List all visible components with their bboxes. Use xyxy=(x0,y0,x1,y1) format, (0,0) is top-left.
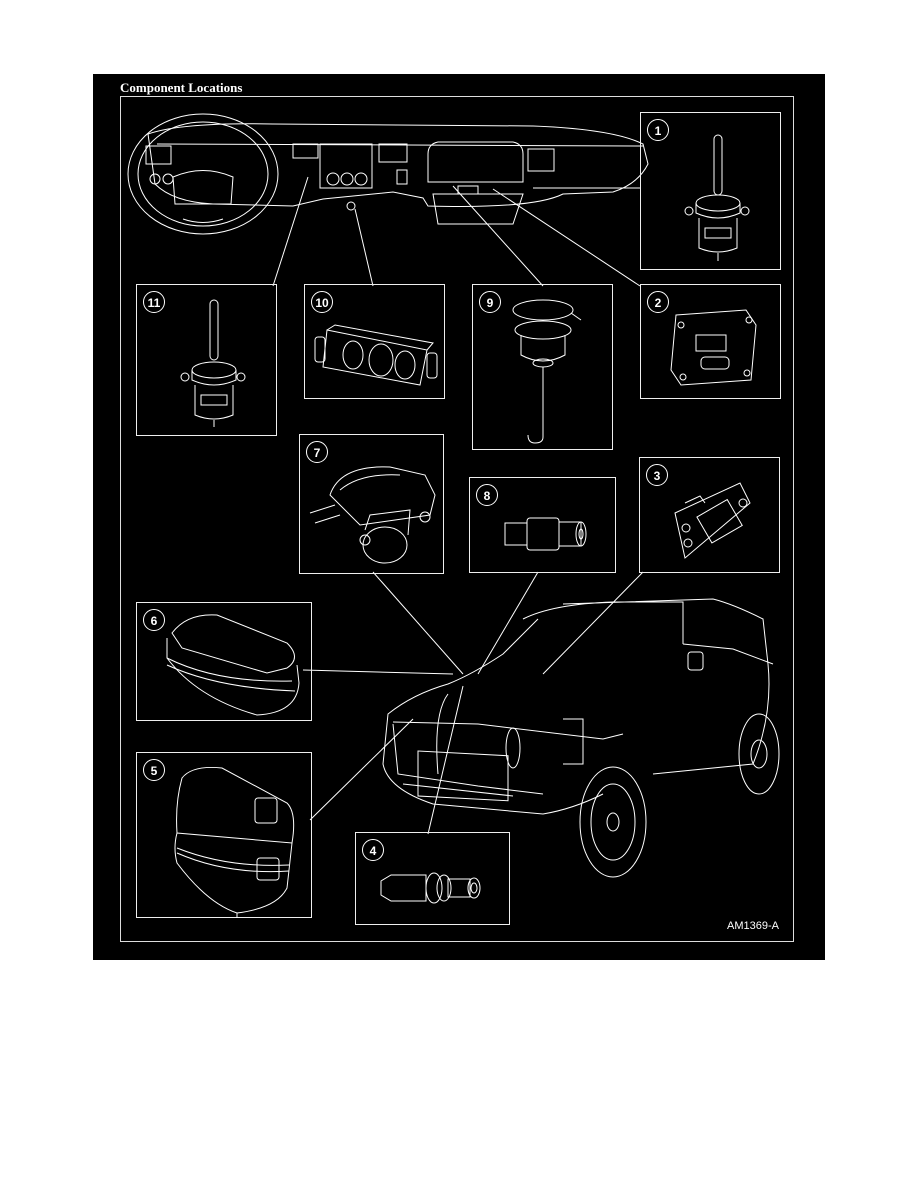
callout-box-4: 4 xyxy=(355,832,510,925)
dashboard-illustration xyxy=(127,113,649,235)
callout-number: 2 xyxy=(647,291,669,313)
blower-resistor-icon xyxy=(674,482,751,559)
pressure-switch-icon xyxy=(504,517,587,551)
callout-number: 5 xyxy=(143,759,165,781)
callout-number: 8 xyxy=(476,484,498,506)
vacuum-reservoir-icon xyxy=(512,299,582,444)
callout-box-9: 9 xyxy=(472,284,613,450)
callout-box-2: 2 xyxy=(640,284,781,399)
oval-reservoir-icon xyxy=(166,614,300,716)
callout-number: 11 xyxy=(143,291,165,313)
callout-box-1: 1 xyxy=(640,112,781,270)
climate-control-head-icon xyxy=(314,324,438,386)
compressor-clutch-icon xyxy=(309,466,436,564)
callout-number: 1 xyxy=(647,119,669,141)
callout-box-10: 10 xyxy=(304,284,445,399)
callout-box-11: 11 xyxy=(136,284,277,436)
callout-number: 9 xyxy=(479,291,501,313)
diagram-frame xyxy=(120,96,794,942)
pressure-switch-icon xyxy=(380,872,481,904)
callout-number: 4 xyxy=(362,839,384,861)
diagram-title: Component Locations xyxy=(120,80,243,95)
leader-lines xyxy=(272,176,644,835)
accumulator-icon xyxy=(174,767,295,918)
callout-box-5: 5 xyxy=(136,752,312,918)
vacuum-actuator-icon xyxy=(180,299,246,427)
callout-box-7: 7 xyxy=(299,434,444,574)
vacuum-actuator-icon xyxy=(684,134,750,261)
actuator-motor-icon xyxy=(670,309,757,386)
callout-box-6: 6 xyxy=(136,602,312,721)
line-art xyxy=(127,113,780,878)
callout-number: 6 xyxy=(143,609,165,631)
callout-number: 3 xyxy=(646,464,668,486)
figure-code: AM1369-A xyxy=(727,920,779,932)
callout-box-8: 8 xyxy=(469,477,616,573)
truck-illustration xyxy=(382,598,780,878)
diagram-panel: Component Locations xyxy=(93,74,825,960)
callout-box-3: 3 xyxy=(639,457,780,573)
callout-number: 10 xyxy=(311,291,333,313)
callout-number: 7 xyxy=(306,441,328,463)
